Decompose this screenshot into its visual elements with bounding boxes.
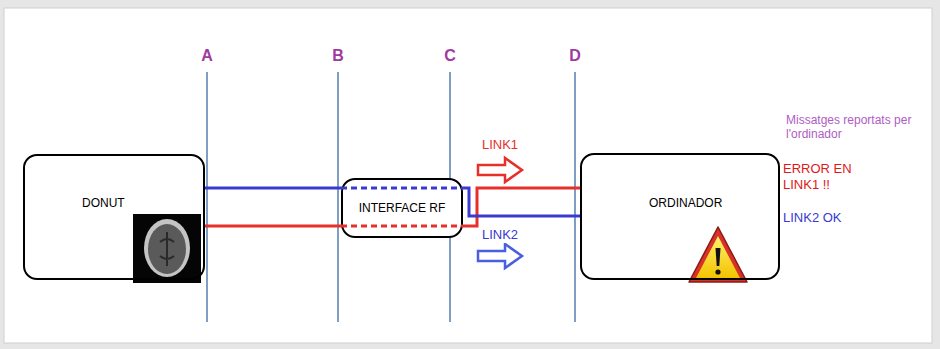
- section-letter: D: [569, 46, 581, 65]
- link-name: LINK1: [480, 137, 520, 153]
- link-arrows: [478, 158, 522, 268]
- warning-fill: [696, 236, 740, 278]
- section-letter: A: [201, 46, 213, 65]
- hollow-arrow: [478, 158, 522, 182]
- frame: [4, 8, 932, 343]
- section-line: [574, 72, 576, 322]
- computer-box: ORDINADOR: [580, 153, 780, 280]
- link-line: [205, 225, 341, 228]
- ct-brain: [148, 224, 186, 274]
- dashed-link: [341, 225, 463, 228]
- link-name: LINK2: [480, 227, 520, 243]
- ct-ventricles: [160, 232, 174, 266]
- warning-dot: [715, 269, 720, 274]
- node-label: DONUT: [82, 196, 125, 210]
- error-message: ERROR EN LINK1 !!: [783, 161, 859, 192]
- ct-skull: [144, 219, 190, 277]
- section-line: [206, 72, 208, 322]
- device-box: DONUT: [23, 154, 205, 280]
- node-label: INTERFACE RF: [359, 201, 446, 215]
- interface-box: INTERFACE RF: [341, 178, 463, 238]
- link-line: [463, 188, 580, 216]
- ct-ground: [133, 214, 201, 283]
- warning-border: [689, 227, 747, 282]
- node-label: ORDINADOR: [649, 196, 722, 210]
- link-line: [205, 187, 341, 190]
- hollow-arrow: [478, 244, 522, 268]
- link-line: [463, 188, 580, 226]
- dashed-link: [341, 187, 463, 190]
- warning-sign: [689, 227, 747, 282]
- warning-mark: [716, 248, 721, 266]
- messages-heading: Missatges reportats per l'ordinador: [786, 113, 932, 142]
- section-lines: [207, 72, 575, 322]
- ct-image: [133, 214, 201, 283]
- section-letter: C: [444, 46, 456, 65]
- section-line: [337, 72, 339, 322]
- ok-message: LINK2 OK: [783, 210, 883, 226]
- section-letter: B: [332, 46, 344, 65]
